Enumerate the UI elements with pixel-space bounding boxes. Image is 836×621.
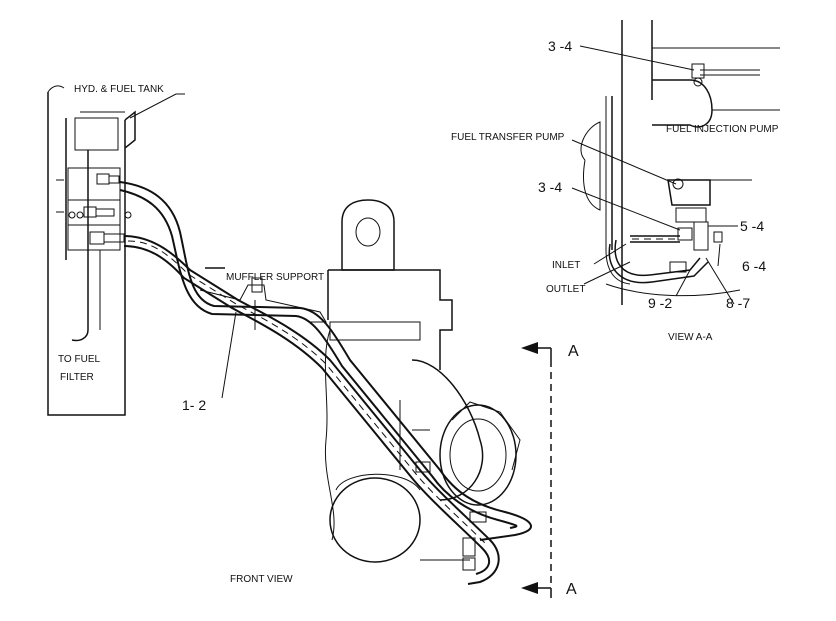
engine-block-drawing	[324, 199, 521, 571]
label-section-a-top: A	[568, 343, 579, 360]
section-cut-line	[521, 342, 552, 598]
label-hyd-fuel-tank: HYD. & FUEL TANK	[74, 84, 164, 95]
callout-3-4-mid: 3 -4	[538, 179, 562, 195]
hydraulic-fuel-tank-drawing	[47, 85, 136, 416]
callout-3-4-top: 3 -4	[548, 38, 572, 54]
label-inlet: INLET	[552, 260, 580, 271]
label-to-fuel: TO FUEL	[58, 354, 100, 365]
callout-5-4: 5 -4	[740, 218, 764, 234]
muffler-support-bracket	[199, 267, 327, 330]
callout-9-2: 9 -2	[648, 295, 672, 311]
label-outlet: OUTLET	[546, 284, 585, 295]
fuel-hose-line	[123, 235, 500, 585]
fuel-supply-line	[119, 181, 532, 541]
leader-lines	[129, 45, 738, 399]
label-section-a-bottom: A	[566, 581, 577, 598]
callout-6-4: 6 -4	[742, 258, 766, 274]
label-muffler-support: MUFFLER SUPPORT	[226, 272, 324, 283]
label-front-view: FRONT VIEW	[230, 574, 293, 585]
label-filter: FILTER	[60, 372, 94, 383]
label-view-aa: VIEW A-A	[668, 332, 713, 343]
label-fuel-transfer-pump: FUEL TRANSFER PUMP	[451, 132, 565, 143]
callout-1-2: 1- 2	[182, 397, 206, 413]
label-fuel-injection-pump: FUEL INJECTION PUMP	[666, 124, 779, 135]
callout-8-7: 8 -7	[726, 295, 750, 311]
